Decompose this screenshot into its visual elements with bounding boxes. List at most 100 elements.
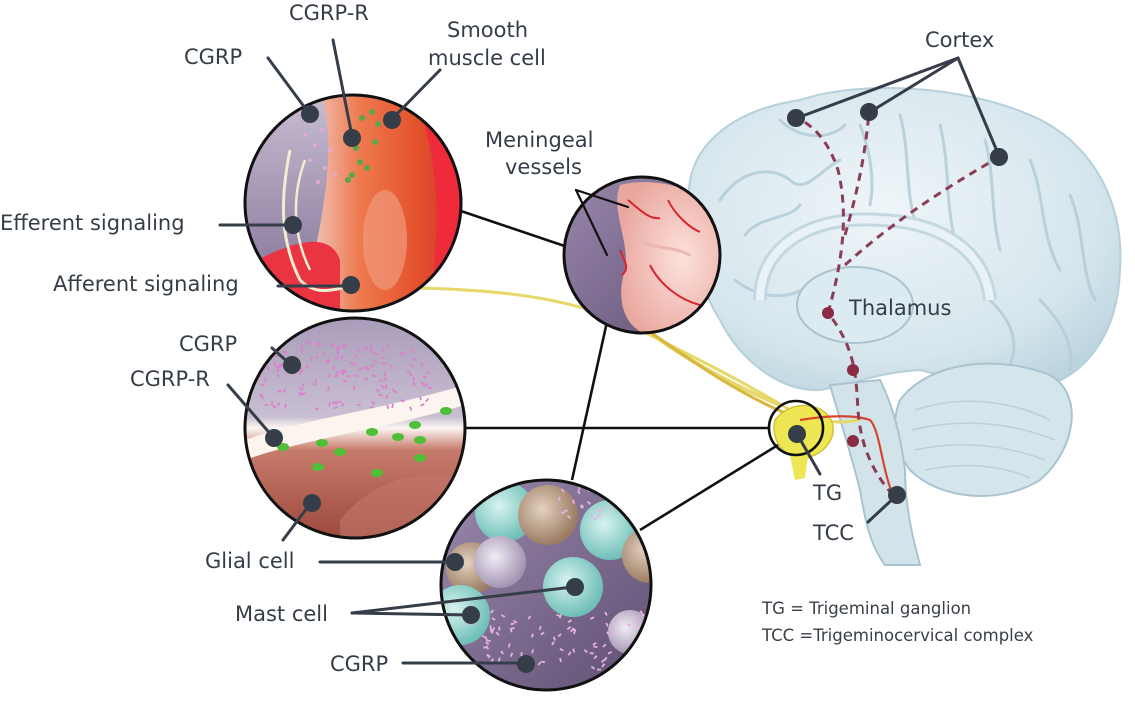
cgrp-particle	[374, 351, 379, 356]
cgrp-particle	[604, 611, 608, 616]
marker-dot	[343, 129, 361, 147]
cgrp-particle	[572, 648, 576, 653]
cgrp-particle	[500, 650, 505, 655]
cgrp-particle	[491, 617, 496, 621]
cgrp-particle	[556, 614, 561, 618]
cgrp-particle	[497, 657, 501, 662]
cgrp-particle	[276, 369, 281, 372]
cgrp-particle	[639, 656, 644, 659]
cgrp-particle	[326, 373, 331, 379]
cgrp-particle	[613, 618, 618, 622]
cgrp-particle	[325, 360, 331, 365]
cgrp-particle	[467, 668, 471, 673]
cgrp-particle	[489, 628, 493, 633]
cgrp-particle	[420, 381, 425, 386]
cgrp-particle	[577, 489, 581, 495]
cgrp-particle	[634, 620, 640, 624]
cgrp-particle	[590, 616, 595, 620]
cgrp-particle	[490, 658, 495, 663]
cgrp-particle	[383, 362, 388, 365]
cgrp-particle	[333, 406, 338, 410]
cgrp-particle	[608, 490, 611, 495]
cgrp-particle	[336, 346, 341, 349]
cgrp-particle	[282, 350, 287, 355]
cgrp-particle	[520, 652, 523, 657]
tg-focus-ring	[767, 399, 825, 457]
cgrp-particle	[563, 509, 568, 513]
label-meningeal-2: vessels	[505, 155, 582, 179]
cgrp-particle	[409, 364, 414, 369]
marker-dot	[787, 109, 805, 127]
cerebrum	[687, 87, 1122, 392]
cgrp-particle	[640, 613, 646, 618]
cgrp-particle	[369, 349, 375, 354]
cgrp-particle	[490, 609, 495, 614]
cgrp-particle	[486, 639, 491, 642]
thalamus	[796, 266, 914, 344]
cgrp-particle	[589, 652, 594, 655]
cgrp-particle	[426, 371, 431, 376]
cgrp-particle	[590, 665, 596, 670]
cgrp-particle	[314, 355, 319, 360]
label-tg: TG	[812, 481, 842, 505]
cgrp-particle	[380, 384, 385, 389]
label-meningeal-1: Meningeal	[485, 128, 593, 152]
cgrp-particle	[370, 345, 372, 350]
cgrp-particle	[630, 480, 635, 484]
cgrp-particle	[308, 341, 312, 346]
cgrp-particle	[626, 623, 631, 627]
label-cgrp-r-top: CGRP-R	[289, 1, 369, 25]
cgrp-particle	[593, 516, 598, 521]
marker-dot	[566, 578, 584, 596]
cgrp-particle	[424, 398, 430, 403]
cgrp-particle	[384, 376, 387, 381]
cgrp-particle	[485, 641, 490, 646]
inset-glial	[243, 316, 467, 540]
cgrp-particle	[315, 341, 321, 345]
cgrp-particle	[422, 376, 428, 379]
cgrp-particle	[273, 354, 279, 358]
cgrp-particle	[643, 663, 648, 668]
cgrp-particle	[337, 400, 343, 404]
cgrp-particle	[572, 499, 575, 504]
cgrp-particle	[593, 655, 598, 660]
cgrp-particle	[341, 344, 345, 349]
cgrp-particle	[540, 660, 546, 664]
cgrp-particle	[571, 627, 577, 631]
receptor-dots	[345, 109, 381, 183]
cgrp-particle	[312, 383, 317, 386]
cgrp-particle	[603, 656, 608, 662]
cgrp-particle	[349, 361, 354, 365]
marker-dot	[301, 105, 319, 123]
cgrp-particle	[301, 392, 306, 396]
cgrp-particle	[611, 630, 615, 635]
cgrp-particle	[583, 649, 589, 654]
label-cgrp-bottom: CGRP	[330, 652, 388, 676]
cgrp-particle	[325, 358, 330, 363]
cgrp-particle	[619, 667, 623, 672]
marker-dot	[283, 356, 301, 374]
cgrp-particle	[381, 356, 386, 360]
cgrp-particle	[596, 509, 601, 514]
cgrp-particle	[509, 652, 514, 657]
cgrp-particle	[552, 636, 556, 641]
cgrp-particle	[596, 514, 602, 517]
label-cgrp-r-mid: CGRP-R	[130, 367, 210, 391]
cgrp-particle	[342, 343, 347, 348]
cgrp-particle	[567, 619, 572, 623]
cgrp-particle	[273, 361, 276, 366]
cgrp-particle	[378, 393, 383, 397]
cgrp-particle	[411, 347, 415, 352]
cgrp-particle	[371, 400, 376, 405]
cgrp-particle	[343, 369, 348, 374]
leader-lines	[218, 38, 1008, 673]
cgrp-particle	[342, 370, 345, 375]
cgrp-particle	[559, 648, 564, 652]
cgrp-particles	[303, 128, 337, 184]
cgrp-particle	[378, 379, 384, 382]
cgrp-particle	[611, 669, 616, 673]
cgrp-particle	[634, 615, 639, 620]
label-smooth-muscle-2: muscle cell	[428, 46, 546, 70]
cell-shape	[474, 536, 526, 588]
